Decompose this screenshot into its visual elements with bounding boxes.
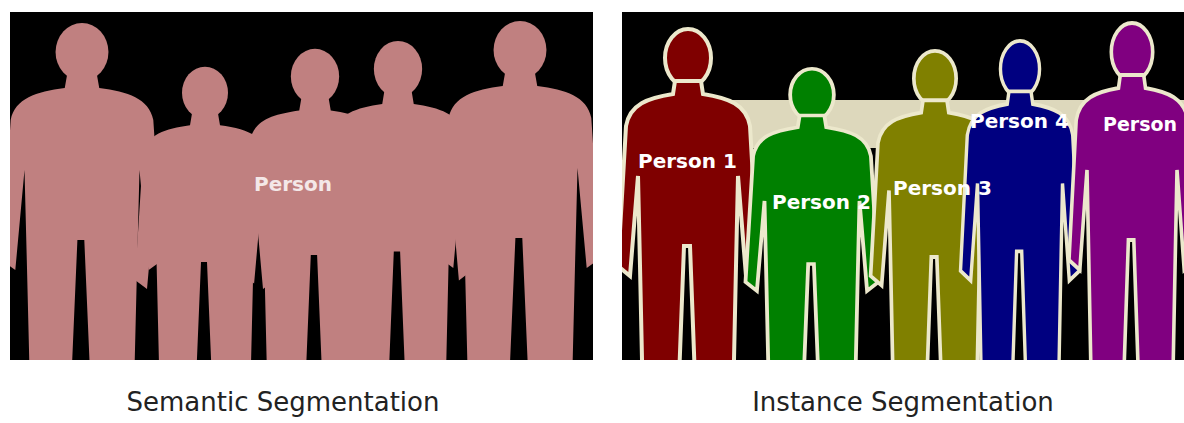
semantic-mask [10,21,593,360]
instance-masks [622,23,1184,360]
person-silhouette [440,21,594,360]
class-label: Person [254,173,332,195]
instance-label: Person [1103,114,1177,135]
panel-caption: Semantic Segmentation [127,388,440,417]
person-1-mask [622,29,758,360]
instance-label: Person 4 [970,110,1069,132]
person-silhouette [10,23,163,360]
person-2-mask [746,69,879,360]
person-4-mask [961,41,1080,360]
instance-label: Person 3 [893,177,992,199]
instance-label: Person 2 [772,191,871,213]
person-5-mask [1069,23,1184,360]
instance-label: Person 1 [638,150,737,172]
panel-caption: Instance Segmentation [752,388,1054,417]
